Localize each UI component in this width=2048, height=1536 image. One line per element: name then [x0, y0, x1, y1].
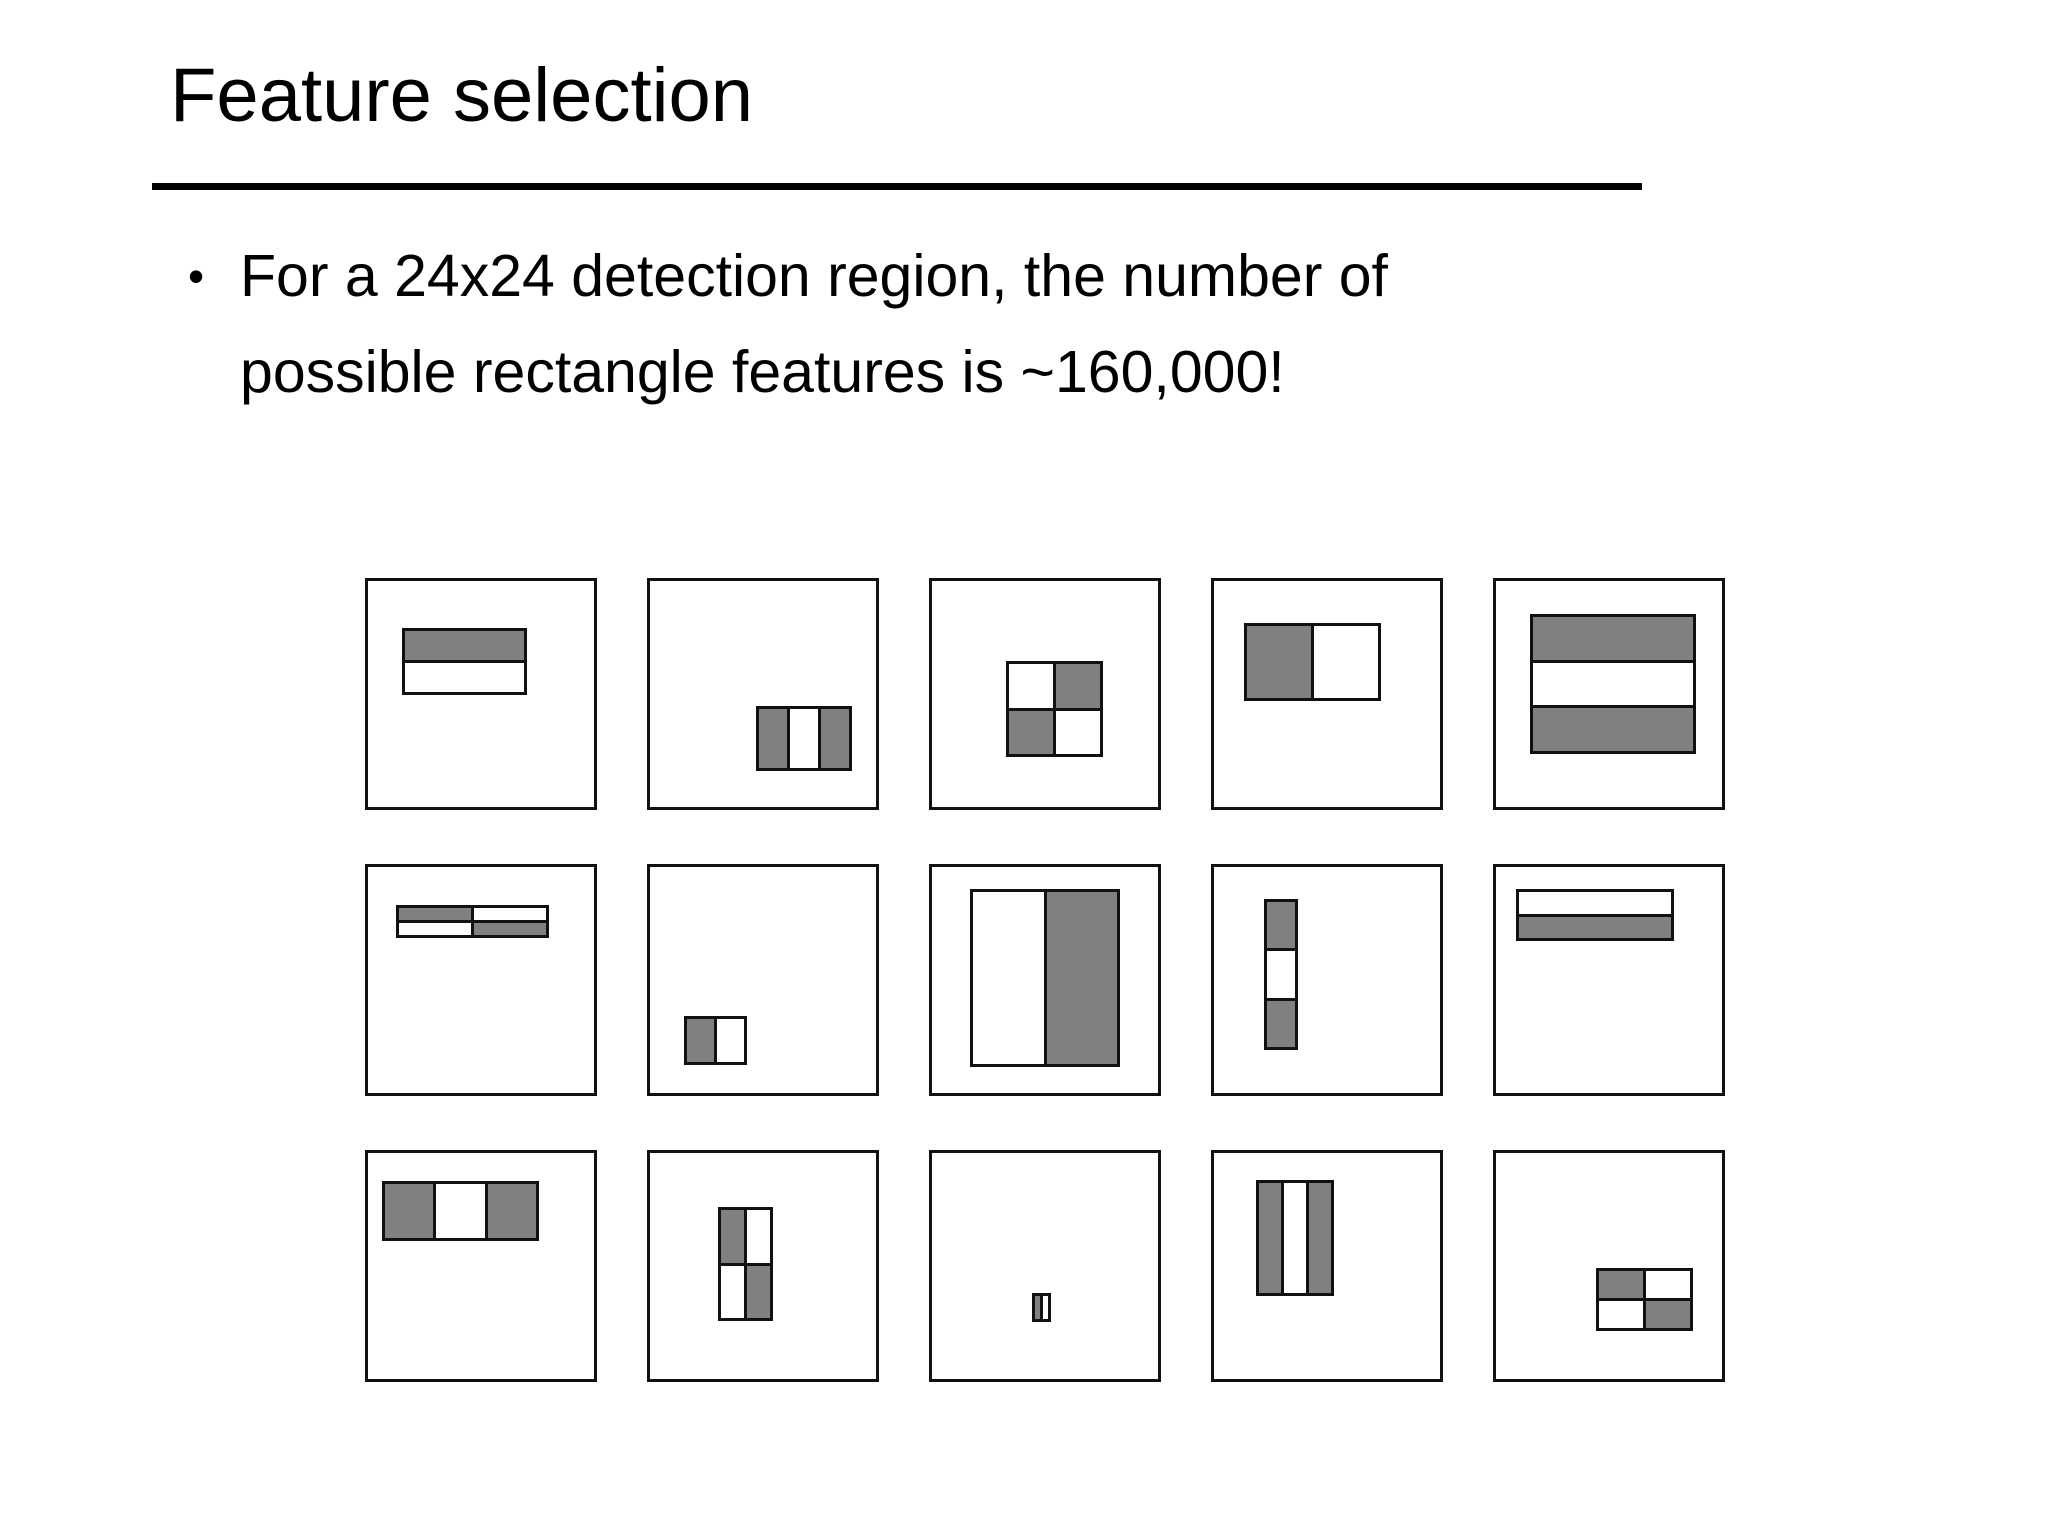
- feature-cell-r1c2[interactable]: [647, 578, 879, 810]
- feature-region-white: [973, 892, 1044, 1064]
- feature-cell-r2c3[interactable]: [929, 864, 1161, 1096]
- page-title: Feature selection: [170, 53, 753, 138]
- feature-grid-row: [365, 578, 1735, 810]
- feature-cell-r3c3[interactable]: [929, 1150, 1161, 1382]
- feature-region-gray: [1259, 1183, 1281, 1293]
- feature-cell-r1c5[interactable]: [1493, 578, 1725, 810]
- feature-region-white: [1281, 1183, 1306, 1293]
- feature-subrow: [721, 1262, 770, 1318]
- feature-region-gray: [1306, 1183, 1331, 1293]
- feature-grid-row: [365, 864, 1735, 1096]
- feature-region-gray: [1247, 626, 1311, 698]
- feature-subrow: [1599, 1271, 1690, 1298]
- feature-subrow: [399, 920, 546, 935]
- feature-region-white: [714, 1019, 744, 1062]
- feature-region-gray: [721, 1210, 744, 1263]
- bullet-line-1: For a 24x24 detection region, the number…: [240, 243, 1388, 309]
- feature-cell-r3c1[interactable]: [365, 1150, 597, 1382]
- feature-region-white: [1053, 710, 1100, 754]
- feature-region-gray: [687, 1019, 714, 1062]
- haar-feature-two-rectangle-vertical: [970, 889, 1120, 1067]
- bullet-marker-icon: •: [188, 250, 205, 302]
- feature-subrow: [399, 908, 546, 920]
- haar-feature-two-rectangle-horizontal: [402, 628, 527, 695]
- bullet-text: For a 24x24 detection region, the number…: [240, 228, 1388, 420]
- feature-region-gray: [1267, 902, 1295, 949]
- feature-region-white: [721, 1265, 744, 1318]
- haar-feature-three-rectangle-vertical: [1256, 1180, 1334, 1296]
- feature-subrow: [1599, 1298, 1690, 1328]
- feature-subrow: [1009, 664, 1100, 708]
- feature-region-gray: [818, 709, 849, 768]
- feature-subrow: [1009, 707, 1100, 754]
- feature-region-gray: [759, 709, 787, 768]
- feature-region-white: [787, 709, 818, 768]
- feature-region-white: [471, 908, 546, 920]
- feature-region-gray: [484, 1184, 536, 1238]
- feature-region-gray: [1643, 1301, 1690, 1328]
- feature-cell-r1c4[interactable]: [1211, 578, 1443, 810]
- feature-region-gray: [399, 908, 471, 920]
- feature-region-gray: [1519, 913, 1671, 938]
- feature-subrow: [721, 1210, 770, 1263]
- feature-cell-r2c1[interactable]: [365, 864, 597, 1096]
- feature-region-white: [1643, 1271, 1690, 1298]
- feature-region-white: [744, 1210, 770, 1263]
- feature-region-white: [1599, 1301, 1643, 1328]
- feature-region-gray: [471, 923, 546, 935]
- haar-feature-grid: [365, 578, 1735, 1436]
- haar-feature-two-rectangle-vertical: [1032, 1293, 1051, 1322]
- haar-feature-three-rectangle-vertical: [756, 706, 852, 771]
- haar-feature-four-rectangle-checkerboard: [718, 1207, 773, 1321]
- feature-cell-r2c4[interactable]: [1211, 864, 1443, 1096]
- feature-region-gray: [1009, 710, 1053, 754]
- haar-feature-three-rectangle-horizontal: [1264, 899, 1298, 1050]
- haar-feature-three-rectangle-horizontal: [1530, 614, 1696, 754]
- feature-region-gray: [1053, 664, 1100, 708]
- feature-cell-r2c5[interactable]: [1493, 864, 1725, 1096]
- feature-region-gray: [385, 1184, 434, 1238]
- feature-region-white: [1533, 659, 1693, 706]
- feature-region-gray: [1533, 617, 1693, 660]
- feature-region-white: [1311, 626, 1378, 698]
- feature-region-gray: [1035, 1296, 1040, 1319]
- feature-cell-r3c4[interactable]: [1211, 1150, 1443, 1382]
- bullet-list: • For a 24x24 detection region, the numb…: [178, 228, 1878, 420]
- haar-feature-four-rectangle-checkerboard: [1596, 1268, 1693, 1331]
- feature-cell-r1c3[interactable]: [929, 578, 1161, 810]
- haar-feature-two-rectangle-vertical: [1244, 623, 1381, 701]
- bullet-line-2: possible rectangle features is ~160,000!: [240, 339, 1285, 405]
- feature-region-gray: [405, 631, 524, 660]
- list-item: • For a 24x24 detection region, the numb…: [178, 228, 1878, 420]
- haar-feature-three-rectangle-vertical: [382, 1181, 539, 1241]
- feature-cell-r3c5[interactable]: [1493, 1150, 1725, 1382]
- haar-feature-four-rectangle-checkerboard: [1006, 661, 1103, 757]
- feature-region-white: [1009, 664, 1053, 708]
- feature-cell-r2c2[interactable]: [647, 864, 879, 1096]
- feature-grid-row: [365, 1150, 1735, 1382]
- feature-region-gray: [744, 1265, 770, 1318]
- feature-region-gray: [1267, 997, 1295, 1047]
- feature-region-white: [433, 1184, 485, 1238]
- feature-region-white: [1519, 892, 1671, 914]
- feature-region-white: [399, 923, 471, 935]
- feature-region-gray: [1043, 892, 1117, 1064]
- feature-region-white: [1267, 948, 1295, 998]
- feature-region-white: [1040, 1296, 1048, 1319]
- haar-feature-two-rectangle-vertical: [684, 1016, 747, 1065]
- title-divider: [152, 183, 1642, 190]
- haar-feature-four-rectangle-checkerboard: [396, 905, 549, 938]
- feature-region-gray: [1533, 705, 1693, 752]
- haar-feature-two-rectangle-horizontal: [1516, 889, 1674, 941]
- feature-cell-r1c1[interactable]: [365, 578, 597, 810]
- feature-region-gray: [1599, 1271, 1643, 1298]
- feature-cell-r3c2[interactable]: [647, 1150, 879, 1382]
- feature-region-white: [405, 660, 524, 692]
